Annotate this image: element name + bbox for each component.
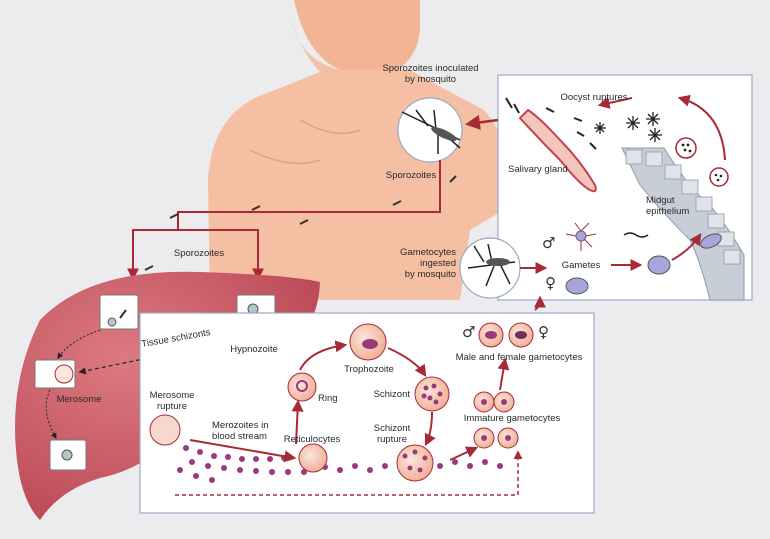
label-reticulocytes: Reticulocytes (283, 434, 341, 445)
mosquito-panel (459, 74, 753, 301)
label-gametocytes-ingested: Gametocytes ingested by mosquito (400, 247, 456, 280)
label-male-female-gametocytes: Male and female gametocytes (455, 352, 583, 363)
label-sporozoites-liver: Sporozoites (173, 248, 225, 259)
label-sporozoites-body: Sporozoites (385, 170, 437, 181)
male-symbol-icon: ♂ (542, 234, 556, 252)
label-midgut-epithelium: Midgut epithelium (646, 195, 690, 217)
female-gametocyte-symbol-icon: ♀ (538, 323, 549, 341)
label-merosome: Merosome (56, 394, 102, 405)
label-merosome-rupture: Merosome rupture (149, 390, 195, 412)
label-hypnozoite: Hypnozoite (230, 344, 278, 355)
sporozoite-route (127, 160, 457, 281)
label-schizont-rupture: Schizont rupture (373, 423, 411, 445)
male-gametocyte-symbol-icon: ♂ (462, 323, 476, 341)
blood-stage-panel (139, 295, 595, 514)
label-salivary-gland: Salivary gland (508, 164, 568, 175)
female-symbol-icon: ♀ (545, 274, 556, 292)
label-oocyst-ruptures: Oocyst ruptures (560, 92, 628, 103)
mosquito-bite-inset (397, 97, 463, 163)
merozoites-stream (177, 445, 503, 483)
label-sporozoites-inoculated: Sporozoites inoculated by mosquito (382, 63, 479, 85)
label-schizont: Schizont (373, 389, 410, 400)
label-trophozoite: Trophozoite (344, 364, 394, 375)
human-torso (208, 0, 520, 300)
label-ring: Ring (318, 393, 338, 404)
label-immature-gametocytes: Immature gametocytes (463, 413, 561, 424)
label-merozoites-blood-stream: Merozoites in blood stream (212, 420, 269, 442)
label-gametes: Gametes (561, 260, 601, 271)
